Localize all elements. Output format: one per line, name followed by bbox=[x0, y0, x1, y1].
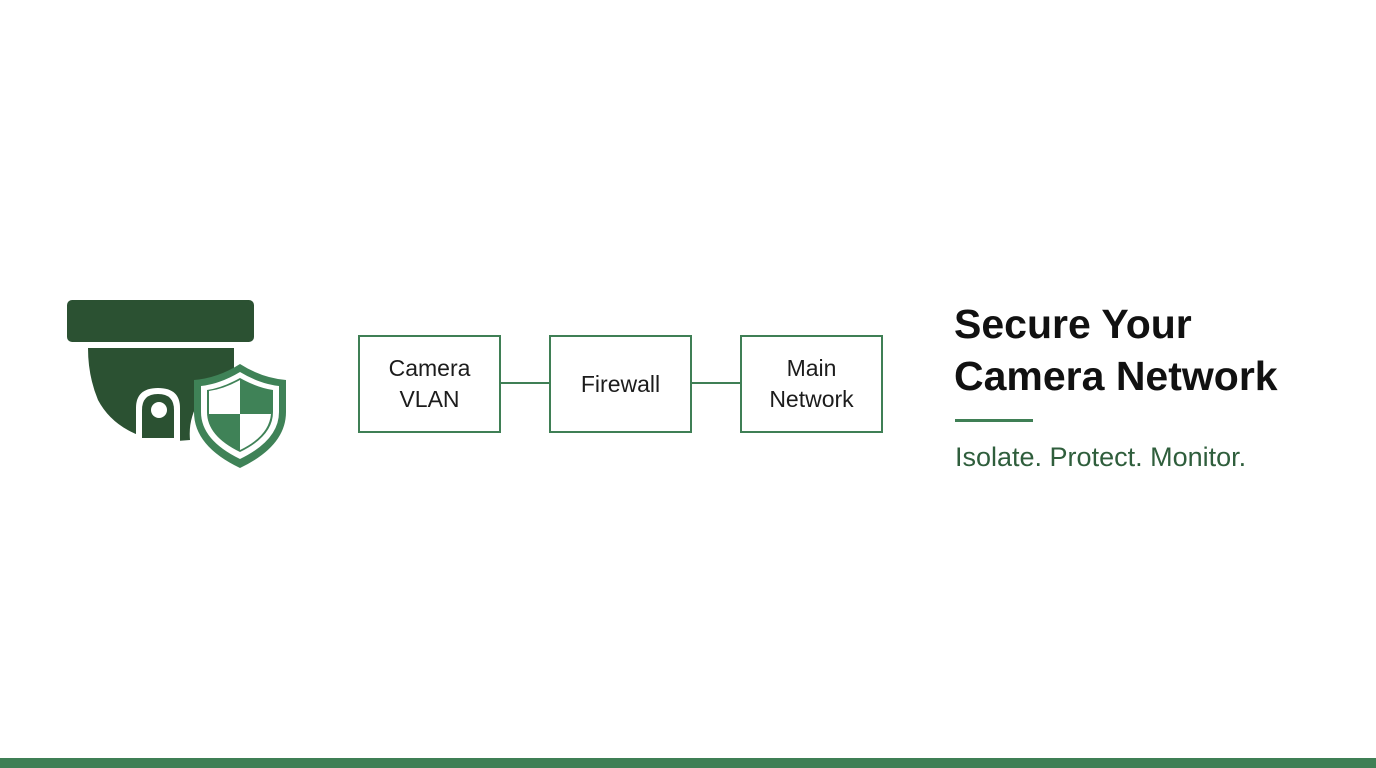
bottom-accent-bar bbox=[0, 758, 1376, 768]
node-label-firewall: Firewall bbox=[580, 370, 661, 397]
node-label-camera-vlan: Camera VLAN bbox=[388, 355, 471, 412]
node-main-network: Main Network bbox=[740, 335, 883, 433]
headline-tagline: Isolate. Protect. Monitor. bbox=[955, 442, 1247, 472]
headline-title: Secure Your Camera Network bbox=[954, 301, 1278, 399]
security-camera-shield-icon bbox=[67, 300, 286, 468]
network-flow-diagram: Camera VLAN Firewall Main Network bbox=[358, 335, 884, 433]
camera-mount bbox=[67, 300, 254, 342]
title-underline bbox=[955, 419, 1033, 422]
node-label-main-network: Main Network bbox=[769, 355, 854, 412]
node-camera-vlan: Camera VLAN bbox=[358, 335, 501, 433]
node-firewall: Firewall bbox=[549, 335, 692, 433]
connector-firewall-main bbox=[690, 382, 742, 384]
connector-vlan-firewall bbox=[499, 382, 551, 384]
